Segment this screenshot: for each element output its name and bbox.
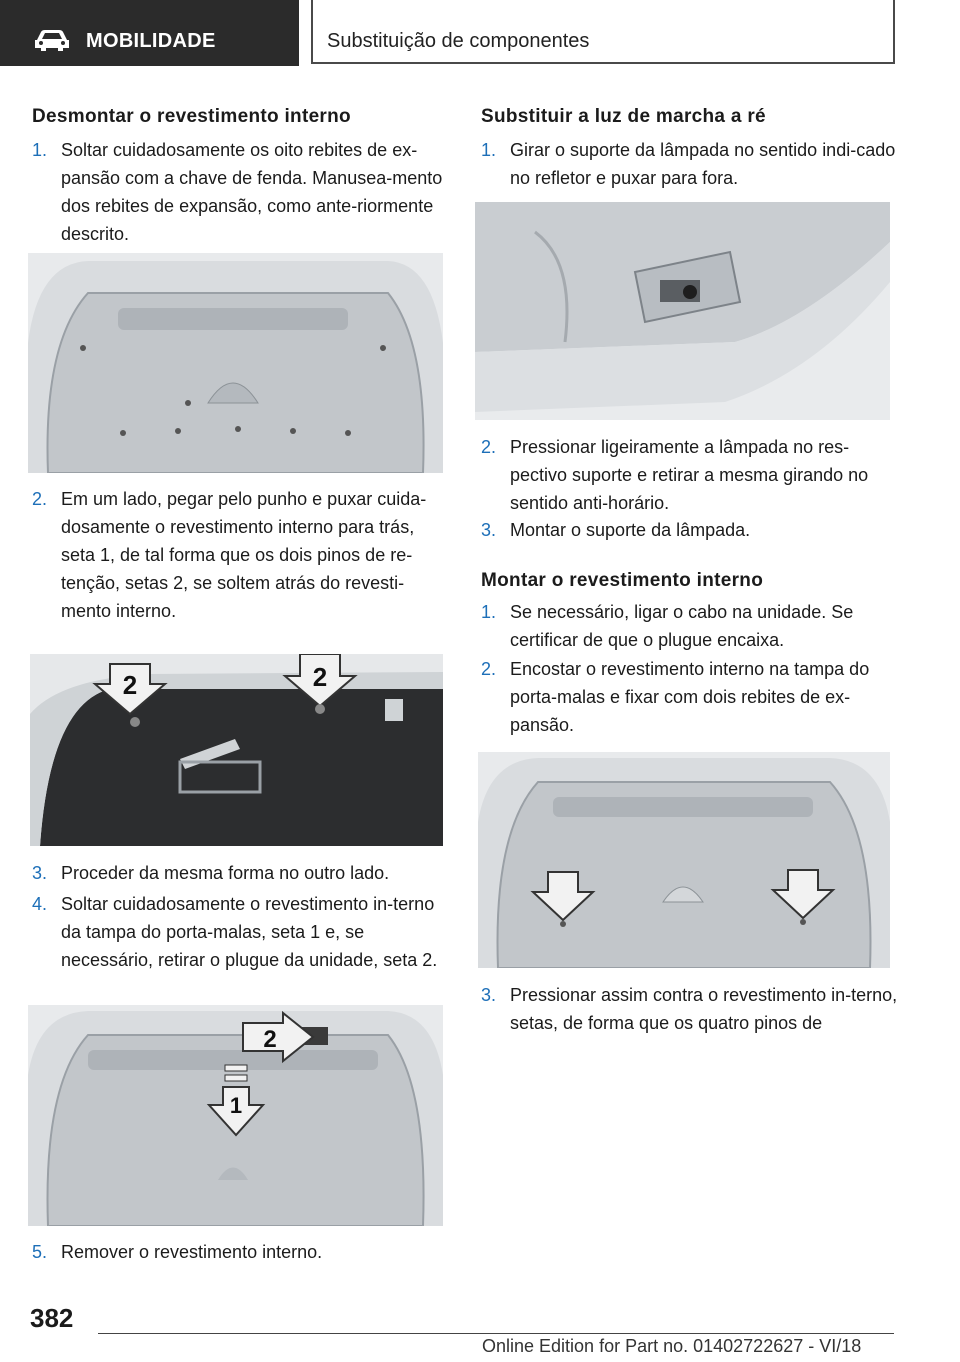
step-text: Encostar o revestimento interno na tampa… <box>510 659 870 735</box>
step-number: 2. <box>481 437 497 457</box>
chapter-title-box: Substituição de componentes <box>311 0 895 64</box>
arrow-1: 1 <box>206 1064 266 1137</box>
figure-label: 2 <box>263 1026 276 1053</box>
step-number: 1. <box>32 140 48 160</box>
trunk-lid-figure-1 <box>28 253 443 473</box>
section-heading-remove-trim: Desmontar o revestimento interno <box>32 106 351 127</box>
step-text: Pressionar ligeiramente a lâmpada no res… <box>510 437 869 513</box>
arrow-right-down <box>770 869 836 920</box>
step-number: 4. <box>32 894 48 914</box>
step-text: Proceder da mesma forma no outro lado. <box>61 863 390 883</box>
arrow-2-left: 2 <box>92 663 168 716</box>
step-number: 3. <box>481 520 497 540</box>
trunk-lid-figure-3: 2 1 <box>28 1005 443 1226</box>
step-text: Pressionar assim contra o revestimento i… <box>510 985 898 1033</box>
step-number: 3. <box>481 985 497 1005</box>
arrow-left-down <box>530 871 596 922</box>
step-number: 1. <box>481 140 497 160</box>
chapter-title: Substituição de componentes <box>327 30 590 52</box>
step-number: 2. <box>32 489 48 509</box>
step-text: Remover o revestimento interno. <box>61 1242 323 1262</box>
figure-label: 2 <box>313 662 327 692</box>
page-number: 382 <box>30 1303 74 1333</box>
step-number: 3. <box>32 863 48 883</box>
section-heading-reverse-light: Substituir a luz de marcha a ré <box>481 106 766 127</box>
arrow-2-right: 2 <box>282 654 358 708</box>
section-label: MOBILIDADE <box>86 30 216 52</box>
footer-divider <box>98 1333 894 1334</box>
arrow-2: 2 <box>242 1010 315 1064</box>
step-text: Se necessário, ligar o cabo na unidade. … <box>510 602 854 650</box>
trunk-lid-figure-2: 2 2 <box>30 654 443 846</box>
step-text: Girar o suporte da lâmpada no sentido in… <box>510 140 896 188</box>
section-tab: MOBILIDADE <box>0 0 299 66</box>
figure-label: 1 <box>230 1093 242 1118</box>
edition-note: Online Edition for Part no. 01402722627 … <box>482 1336 862 1356</box>
trunk-lid-figure-4 <box>478 752 890 968</box>
figure-label: 2 <box>123 670 137 700</box>
step-number: 2. <box>481 659 497 679</box>
step-number: 5. <box>32 1242 48 1262</box>
step-number: 1. <box>481 602 497 622</box>
step-text: Em um lado, pegar pelo punho e puxar cui… <box>61 489 427 621</box>
step-text: Montar o suporte da lâmpada. <box>510 520 751 540</box>
reverse-light-figure <box>475 202 890 420</box>
page-header: MOBILIDADE Substituição de componentes <box>0 0 960 66</box>
step-text: Soltar cuidadosamente o revestimento in-… <box>61 894 438 970</box>
step-text: Soltar cuidadosamente os oito rebites de… <box>61 140 443 244</box>
car-icon <box>35 30 69 51</box>
section-heading-install-trim: Montar o revestimento interno <box>481 570 764 591</box>
